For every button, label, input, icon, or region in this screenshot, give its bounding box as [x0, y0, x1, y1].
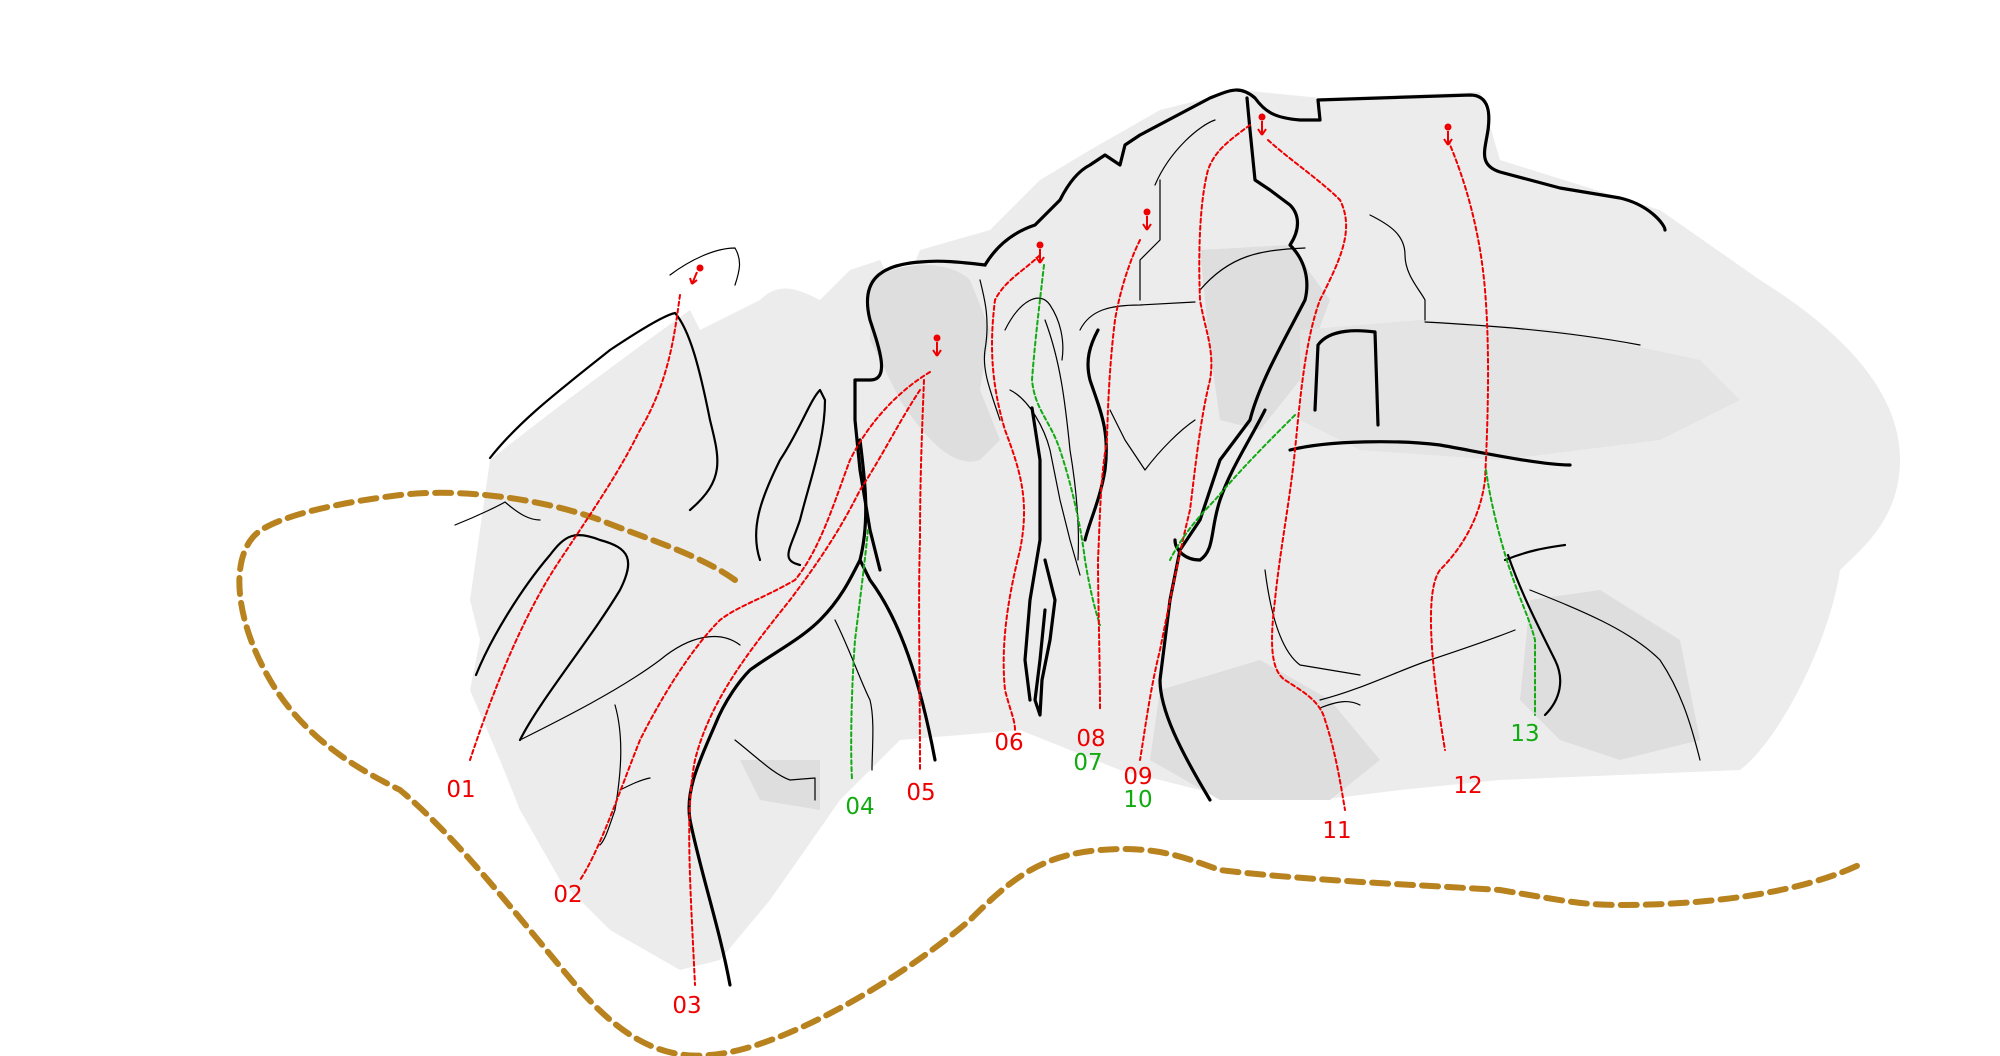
routes [469, 124, 1536, 986]
rock-face-lower-slab [740, 760, 820, 810]
detail-11 [1109, 409, 1196, 471]
anchor-route-09 [1257, 113, 1267, 136]
route-label-08[interactable]: 08 [1076, 726, 1105, 752]
detail-5 [619, 777, 651, 791]
anchor-route-12 [1443, 123, 1453, 146]
detail-18 [1319, 701, 1361, 709]
detail-9 [1004, 297, 1064, 361]
route-label-02[interactable]: 02 [553, 882, 582, 908]
route-09-line[interactable] [1139, 124, 1251, 761]
rock-face-shadow-1 [870, 265, 1000, 462]
mid-crack-3 [1033, 558, 1057, 717]
route-label-05[interactable]: 05 [906, 780, 935, 806]
central-crack-2 [1023, 406, 1042, 702]
right-pillar [1313, 329, 1380, 427]
anchor-route-01 [689, 264, 704, 285]
route-label-04[interactable]: 04 [845, 794, 874, 820]
route-07-line[interactable] [1030, 264, 1101, 626]
route-11-line[interactable] [1267, 139, 1348, 811]
rock-face-shadow-5 [1300, 320, 1740, 460]
route-08-line[interactable] [1096, 239, 1141, 711]
route-04-line[interactable] [850, 529, 869, 781]
detail-19 [1009, 389, 1081, 576]
detail-7 [834, 619, 874, 771]
lower-left-crack [687, 558, 862, 987]
mid-left-block [754, 388, 827, 567]
detail-13 [1199, 247, 1306, 291]
route-label-03[interactable]: 03 [672, 993, 701, 1019]
route-13-line[interactable] [1485, 469, 1536, 716]
rock-face-shadow-4 [1150, 660, 1380, 800]
anchor-route-02 [932, 334, 942, 357]
route-06-line[interactable] [991, 254, 1041, 731]
left-block-outline [474, 533, 630, 742]
route-05-line[interactable] [918, 379, 925, 771]
detail-14 [1369, 214, 1641, 346]
detail-3 [519, 636, 741, 741]
route-labels: 01 02 03 04 05 06 07 08 09 10 11 12 13 [446, 721, 1539, 1019]
detail-6 [734, 739, 816, 801]
detail-17 [1264, 569, 1361, 676]
route-label-12[interactable]: 12 [1453, 773, 1482, 799]
rock-face-shadow-3 [1520, 590, 1700, 760]
summit-outline [983, 88, 1667, 267]
route-02-line[interactable] [579, 371, 931, 881]
left-buttress-outline [853, 259, 987, 572]
detail-1 [669, 247, 741, 286]
anchor-route-06 [1035, 241, 1045, 264]
route-01-line[interactable] [469, 294, 681, 761]
detail-2 [454, 501, 541, 526]
route-10-line[interactable] [1169, 414, 1296, 561]
detail-16 [1319, 629, 1516, 701]
anchor-route-08 [1142, 208, 1152, 231]
route-label-01[interactable]: 01 [446, 777, 475, 803]
far-right-crack [1503, 543, 1567, 717]
mid-crack-4 [1083, 328, 1108, 542]
route-12-line[interactable] [1429, 139, 1490, 751]
detail-12 [1139, 119, 1216, 301]
detail-15 [1529, 589, 1701, 761]
detail-8 [979, 279, 1001, 421]
route-label-07[interactable]: 07 [1073, 750, 1102, 776]
rock-face-left-block [490, 310, 730, 520]
rock-outlines [474, 88, 1667, 987]
route-label-10[interactable]: 10 [1123, 787, 1152, 813]
route-03-line[interactable] [688, 389, 921, 986]
detail-10 [1079, 301, 1196, 331]
right-ledge [1288, 440, 1572, 467]
approach-trail [236, 489, 1868, 1056]
left-pillar-outline [488, 311, 719, 512]
route-label-13[interactable]: 13 [1510, 721, 1539, 747]
rock-face-shadow-2 [1200, 245, 1330, 430]
right-arete [1158, 96, 1309, 802]
center-right-crack [1173, 408, 1267, 562]
route-label-11[interactable]: 11 [1322, 818, 1351, 844]
route-label-09[interactable]: 09 [1123, 764, 1152, 790]
trail-line [236, 489, 1868, 1056]
route-label-06[interactable]: 06 [994, 730, 1023, 756]
anchors [689, 113, 1453, 357]
